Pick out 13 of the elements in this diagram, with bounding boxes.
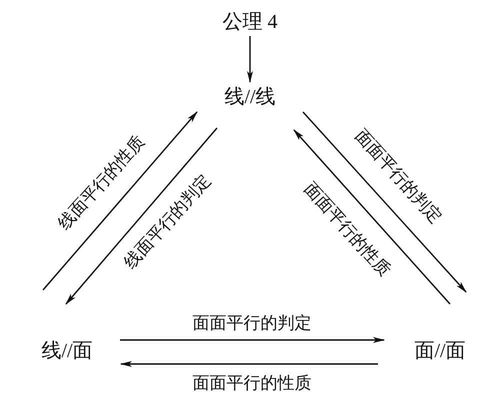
concept-text: 公理 4 — [222, 10, 278, 34]
edge-label: 面面平行的性质 — [192, 374, 312, 394]
arrow — [120, 337, 385, 343]
concept-text: 面//面 — [414, 339, 466, 363]
arrow — [65, 128, 218, 305]
arrow — [302, 112, 467, 293]
concept-text: 线//线 — [224, 85, 276, 109]
edge-label: 面面平行的判定 — [192, 314, 312, 334]
arrow — [120, 361, 378, 367]
concept-text: 线//面 — [41, 339, 93, 363]
arrow — [247, 36, 253, 83]
arrow — [42, 111, 198, 290]
arrow — [293, 129, 451, 304]
